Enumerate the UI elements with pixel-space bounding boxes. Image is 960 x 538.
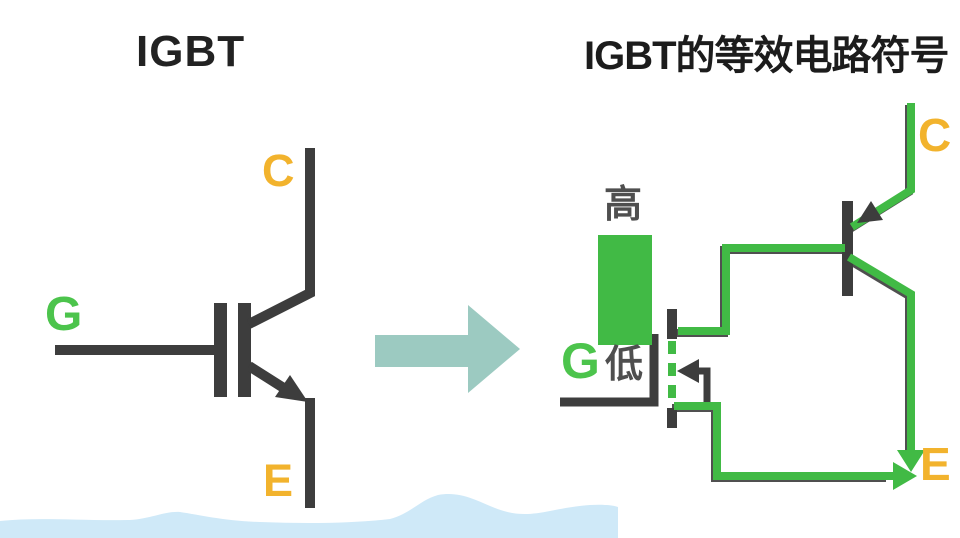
right-gate-label: G xyxy=(561,333,600,389)
right-arrow-icon xyxy=(375,305,520,393)
left-collector-label: C xyxy=(262,145,295,196)
wave-decoration xyxy=(0,494,618,538)
bjt-base-bar xyxy=(842,201,853,296)
equivalent-circuit xyxy=(560,103,925,490)
current-path xyxy=(668,103,915,480)
right-title: IGBT的等效电路符号 xyxy=(584,34,950,78)
right-emitter-label: E xyxy=(920,438,951,490)
emitter-arrowhead xyxy=(275,375,308,402)
left-title: IGBT xyxy=(136,27,246,76)
gate-bar xyxy=(214,303,227,397)
gate-high-label: 高 xyxy=(604,184,643,226)
igbt-symbol xyxy=(55,148,315,508)
current-arrow-down xyxy=(897,450,925,472)
body-bar xyxy=(238,303,251,397)
base-link-green xyxy=(678,244,845,335)
collector-lead-green xyxy=(849,103,915,231)
mosfet-body-arrowhead xyxy=(677,359,699,383)
source-link-green xyxy=(674,402,893,480)
current-arrow-right xyxy=(893,462,917,490)
left-gate-label: G xyxy=(45,288,83,341)
path-shadow xyxy=(672,105,913,482)
emitter-lead-green xyxy=(846,253,915,452)
collector-lead xyxy=(246,148,315,329)
right-collector-label: C xyxy=(918,109,952,161)
gate-low-label: 低 xyxy=(605,344,644,386)
left-emitter-label: E xyxy=(263,455,294,506)
bjt-emitter-arrowhead xyxy=(857,201,883,223)
mosfet-gate-lead xyxy=(560,334,659,407)
gate-high-level-box xyxy=(598,235,652,345)
